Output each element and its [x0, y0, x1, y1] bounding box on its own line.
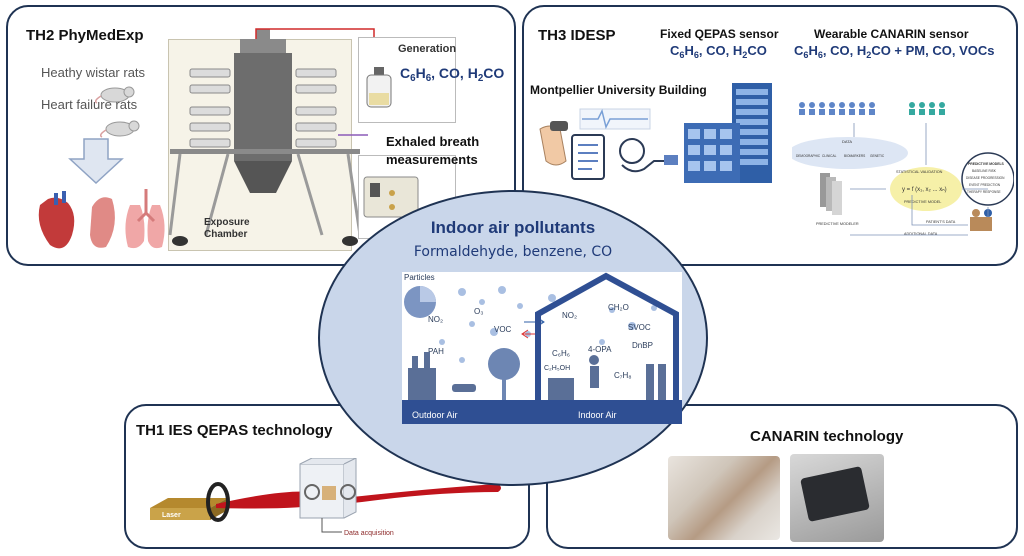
predictive-model-diagram: DATA DEMOGRAPHIC CLINICAL BIOMARKERS GEN…	[792, 102, 1014, 236]
model-predictive-models-4: THERAPY RESPONSE	[967, 190, 1001, 194]
laser-label: Laser	[162, 512, 181, 519]
exposure-chamber-label: Exposure Chamber	[204, 217, 250, 241]
generation-formula-part: 6	[425, 73, 432, 84]
panel-th2-title: TH2 PhyMedExp	[26, 27, 144, 44]
indoor-pollutant-2: SVOC	[628, 323, 651, 332]
wearable-formula-part: , CO, H	[822, 43, 867, 58]
panel-th1-title: TH1 IES QEPAS technology	[136, 422, 333, 439]
model-predictive-models-1: BASELINE RISK	[972, 169, 997, 173]
exposure-chamber-label-line1: Exposure	[204, 217, 250, 228]
outdoor-air-label: Outdoor Air	[412, 410, 458, 420]
fixed-formula-part: , CO, H	[698, 43, 743, 58]
model-category-2: BIOMARKERS	[844, 154, 865, 158]
heart-failure-rats-label: Heart failure rats	[41, 97, 138, 112]
panel-th3-title: TH3 IDESP	[538, 27, 616, 44]
indoor-air-label: Indoor Air	[578, 410, 617, 420]
outdoor-pollutant-4: PAH	[428, 347, 444, 356]
daq-label: Data acquisition	[344, 530, 394, 537]
fixed-formula-part: 6	[679, 50, 685, 60]
panel-canarin-title: CANARIN technology	[750, 428, 904, 445]
fixed-sensor-pollutants: C6H6, CO, H2CO	[670, 43, 767, 60]
exhaled-breath-label: Exhaled breath measurements	[386, 133, 479, 169]
model-category-0: DEMOGRAPHIC	[796, 154, 821, 158]
rat-icon	[94, 86, 135, 104]
model-category-1: CLINICAL	[822, 154, 837, 158]
model-predictive-models-2: DISEASE PROGRESSION	[966, 176, 1005, 180]
fixed-formula-part: CO	[747, 43, 767, 58]
indoor-pollutant-3: C₆H₆	[552, 349, 570, 358]
model-label-data: DATA	[842, 139, 852, 144]
model-label-additional-data: ADDITIONAL DATA	[904, 232, 938, 236]
generation-formula-part: H	[415, 65, 426, 81]
generation-pollutants: C6H6, CO, H2CO	[400, 65, 504, 84]
model-label-patients-data: PATIENT'S DATA	[926, 220, 956, 224]
organs-icon	[38, 189, 165, 249]
indoor-pollutant-0: NO₂	[562, 311, 577, 320]
generation-formula-part: 2	[477, 73, 484, 84]
bottle-icon	[366, 67, 392, 108]
indoor-pollutant-6: DnBP	[632, 341, 653, 350]
qepas-setup-illustration: Laser Data acquisition	[150, 458, 501, 537]
outdoor-pollutant-1: NO₂	[428, 315, 443, 324]
fixed-formula-part: 2	[742, 50, 748, 60]
wearable-formula-part: 6	[803, 50, 809, 60]
center-title: Indoor air pollutants	[430, 218, 596, 237]
canarin-photo-person	[668, 456, 780, 540]
wearable-formula-part: H	[808, 43, 818, 58]
outdoor-pollutant-2: O₃	[474, 307, 483, 316]
wearable-formula-part: CO + PM, CO, VOCs	[871, 43, 995, 58]
fixed-formula-part: C	[670, 43, 680, 58]
down-arrow-icon	[68, 138, 124, 185]
generation-formula-part: , CO, H	[431, 65, 478, 81]
exhaled-breath-line1: Exhaled breath	[386, 134, 480, 149]
generation-label: Generation	[398, 43, 457, 55]
generation-formula-part: CO	[483, 65, 505, 81]
exposure-chamber-illustration	[168, 29, 362, 246]
wearable-formula-part: 2	[866, 50, 872, 60]
building-label: Montpellier University Building	[530, 83, 707, 97]
pollutants-illustration: Particles NO₂ O₃ VOC PAH NO₂ CH₂O SVOC C…	[402, 272, 682, 424]
fixed-formula-part: 6	[693, 50, 699, 60]
healthy-rats-label: Heathy wistar rats	[41, 65, 146, 80]
model-formula: y = f (x₁, x₂ ... xₙ)	[902, 187, 947, 193]
indoor-pollutant-5: C₂H₅OH	[544, 365, 570, 372]
indoor-pollutant-7: C₇H₈	[614, 371, 632, 380]
model-predictive-models-0: PREDICTIVE MODELS	[968, 162, 1005, 166]
wearable-formula-part: C	[794, 43, 804, 58]
indoor-pollutant-1: CH₂O	[608, 303, 629, 312]
wearable-formula-part: 6	[817, 50, 823, 60]
center-subtitle: Formaldehyde, benzene, CO	[413, 244, 613, 260]
model-label-modeler: PREDICTIVE MODELER	[816, 222, 859, 226]
exposure-chamber-label-line2: Chamber	[204, 229, 248, 240]
generation-formula-part: 6	[410, 73, 416, 84]
generation-formula-part: C	[400, 65, 411, 81]
canarin-photo-device	[790, 454, 884, 542]
canarin-device	[800, 466, 870, 522]
fixed-sensor-title: Fixed QEPAS sensor	[660, 27, 779, 41]
medical-icons	[539, 108, 678, 180]
indoor-pollutant-4: 4-OPA	[588, 345, 612, 354]
model-predictive-models-3: EVENT PREDICTION	[969, 183, 1001, 187]
model-label-predictive-model: PREDICTIVE MODEL	[904, 200, 941, 204]
rat-icon	[99, 120, 140, 138]
model-category-3: GENETIC	[870, 154, 885, 158]
wearable-sensor-pollutants: C6H6, CO, H2CO + PM, CO, VOCs	[794, 43, 994, 60]
panel-th2: TH2 PhyMedExp Heathy wistar rats Heart f…	[6, 5, 516, 266]
model-label-validation: STATISTICAL VALIDATION	[896, 170, 943, 174]
outdoor-pollutant-3: VOC	[494, 325, 512, 334]
fixed-formula-part: H	[684, 43, 694, 58]
exhaled-breath-line2: measurements	[386, 152, 478, 167]
wearable-sensor-title: Wearable CANARIN sensor	[814, 27, 969, 41]
building-illustration	[684, 83, 772, 183]
outdoor-pollutant-0: Particles	[404, 273, 435, 282]
analyzer-device-icon	[363, 176, 419, 218]
